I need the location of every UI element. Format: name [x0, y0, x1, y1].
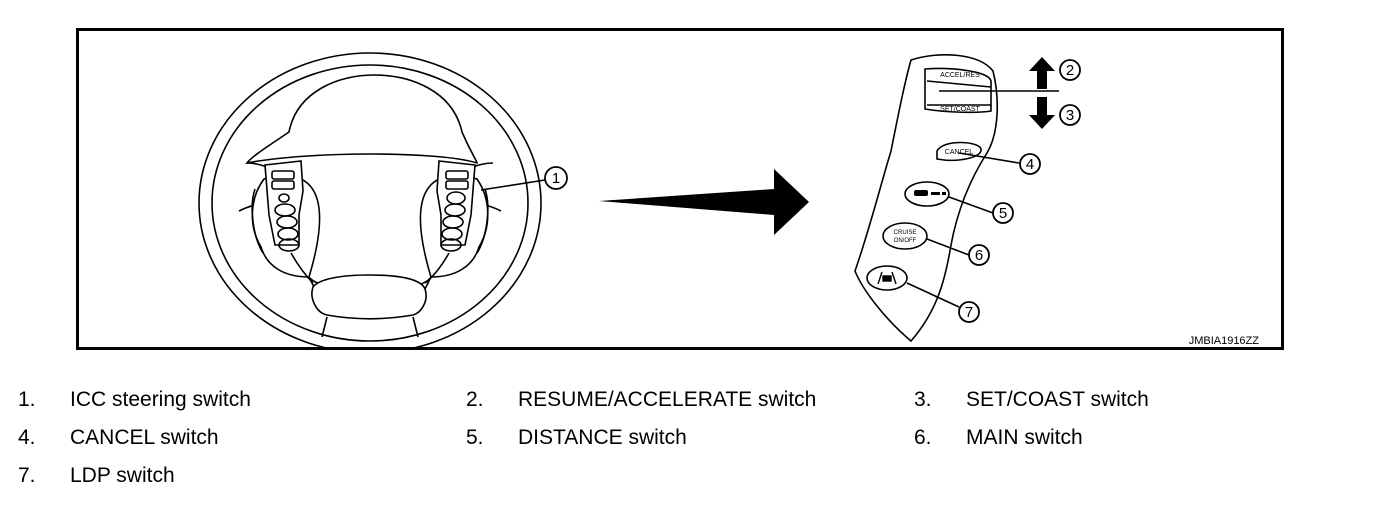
callout-circle-7	[958, 301, 980, 323]
transition-arrow	[599, 169, 809, 235]
cancel-text: CANCEL	[945, 149, 974, 156]
cruise-text: CRUISE	[894, 230, 917, 236]
callout-circle-5	[992, 202, 1014, 224]
steering-wheel	[198, 52, 542, 347]
distance-icon	[914, 190, 946, 196]
left-switch-pad	[264, 160, 304, 252]
up-arrow-icon	[1029, 57, 1055, 89]
callout-number-7: 7	[965, 304, 973, 321]
legend-label: DISTANCE switch	[518, 426, 687, 449]
legend-label: ICC steering switch	[70, 388, 251, 411]
legend-number: 2.	[466, 388, 484, 411]
legend-label: LDP switch	[70, 464, 175, 487]
down-arrow-icon	[1029, 97, 1055, 129]
callout-number-1: 1	[552, 170, 560, 187]
callout-leader-1	[480, 179, 546, 191]
callout-number-4: 4	[1026, 156, 1034, 173]
callout-circle-4	[1019, 153, 1041, 175]
set-coast-text: SET/COAST	[940, 106, 980, 113]
legend-number: 1.	[18, 388, 36, 411]
legend-label: RESUME/ACCELERATE switch	[518, 388, 817, 411]
lane-departure-icon	[877, 271, 897, 285]
main-button-shape	[882, 222, 928, 250]
legend: 1. ICC steering switch 2. RESUME/ACCELER…	[0, 380, 1376, 510]
callout-circle-3	[1059, 104, 1081, 126]
on-off-text: ON/OFF	[894, 238, 917, 244]
legend-number: 7.	[18, 464, 36, 487]
callout-number-2: 2	[1066, 62, 1074, 79]
diagram-frame: ACCEL/RES SET/COAST CANCEL CRUISE ON/OFF…	[76, 28, 1284, 350]
legend-number: 6.	[914, 426, 932, 449]
legend-number: 4.	[18, 426, 36, 449]
right-switch-pad	[436, 160, 476, 252]
diagram-svg: ACCEL/RES SET/COAST CANCEL CRUISE ON/OFF…	[198, 52, 1260, 347]
callout-number-5: 5	[999, 205, 1007, 222]
cancel-button-shape	[936, 141, 982, 162]
legend-label: CANCEL switch	[70, 426, 219, 449]
accel-res-text: ACCEL/RES	[940, 72, 980, 79]
legend-number: 5.	[466, 426, 484, 449]
callout-circle-1	[544, 166, 568, 190]
callout-circle-6	[968, 244, 990, 266]
legend-number: 3.	[914, 388, 932, 411]
callout-number-6: 6	[975, 247, 983, 264]
callout-circle-2	[1059, 59, 1081, 81]
callout-number-3: 3	[1066, 107, 1074, 124]
legend-label: SET/COAST switch	[966, 388, 1149, 411]
figure-code: JMBIA1916ZZ	[1189, 335, 1260, 347]
legend-label: MAIN switch	[966, 426, 1083, 449]
